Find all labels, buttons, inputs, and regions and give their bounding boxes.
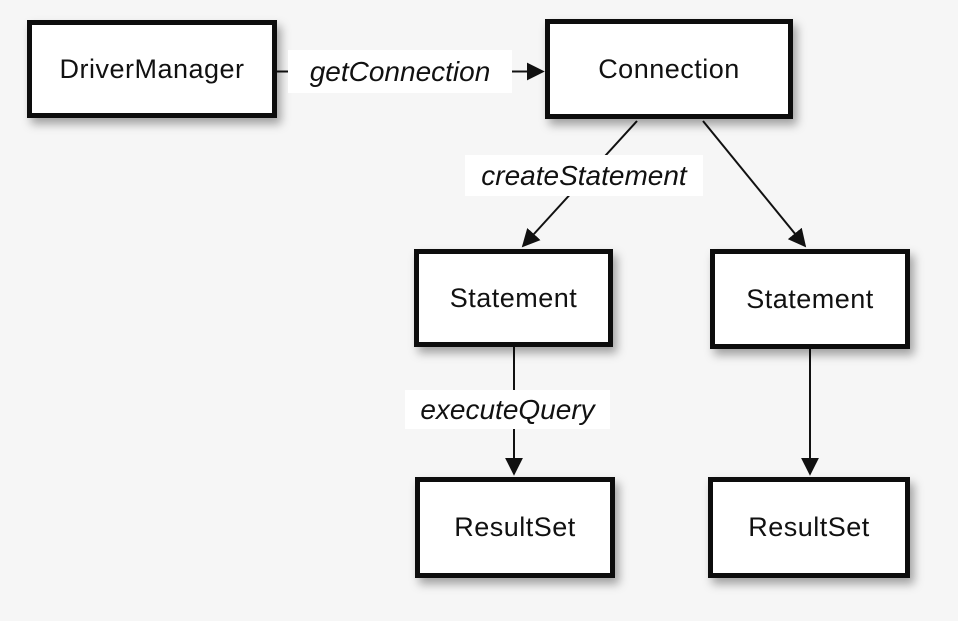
edge-connection-statement-right-line xyxy=(702,120,807,248)
edge-label-executequery-text: executeQuery xyxy=(420,393,595,425)
edge-label-createstatement: createStatement xyxy=(465,155,703,196)
node-driver-manager: DriverManager xyxy=(27,20,277,118)
node-statement-left-label: Statement xyxy=(449,282,578,313)
edge-label-executequery: executeQuery xyxy=(405,390,610,429)
node-statement-right-label: Statement xyxy=(746,283,874,314)
node-statement-right: Statement xyxy=(710,249,910,349)
node-statement-left: Statement xyxy=(414,249,613,347)
edge-label-getconnection-text: getConnection xyxy=(309,55,491,87)
node-resultset-right: ResultSet xyxy=(708,477,910,578)
node-resultset-left-label: ResultSet xyxy=(454,512,576,542)
edge-label-getconnection: getConnection xyxy=(288,50,512,93)
node-resultset-right-label: ResultSet xyxy=(748,512,870,542)
node-connection-label: Connection xyxy=(598,53,740,84)
node-connection: Connection xyxy=(545,19,793,119)
edge-label-createstatement-text: createStatement xyxy=(481,159,687,191)
node-driver-manager-label: DriverManager xyxy=(59,53,245,84)
node-resultset-left: ResultSet xyxy=(415,477,615,578)
